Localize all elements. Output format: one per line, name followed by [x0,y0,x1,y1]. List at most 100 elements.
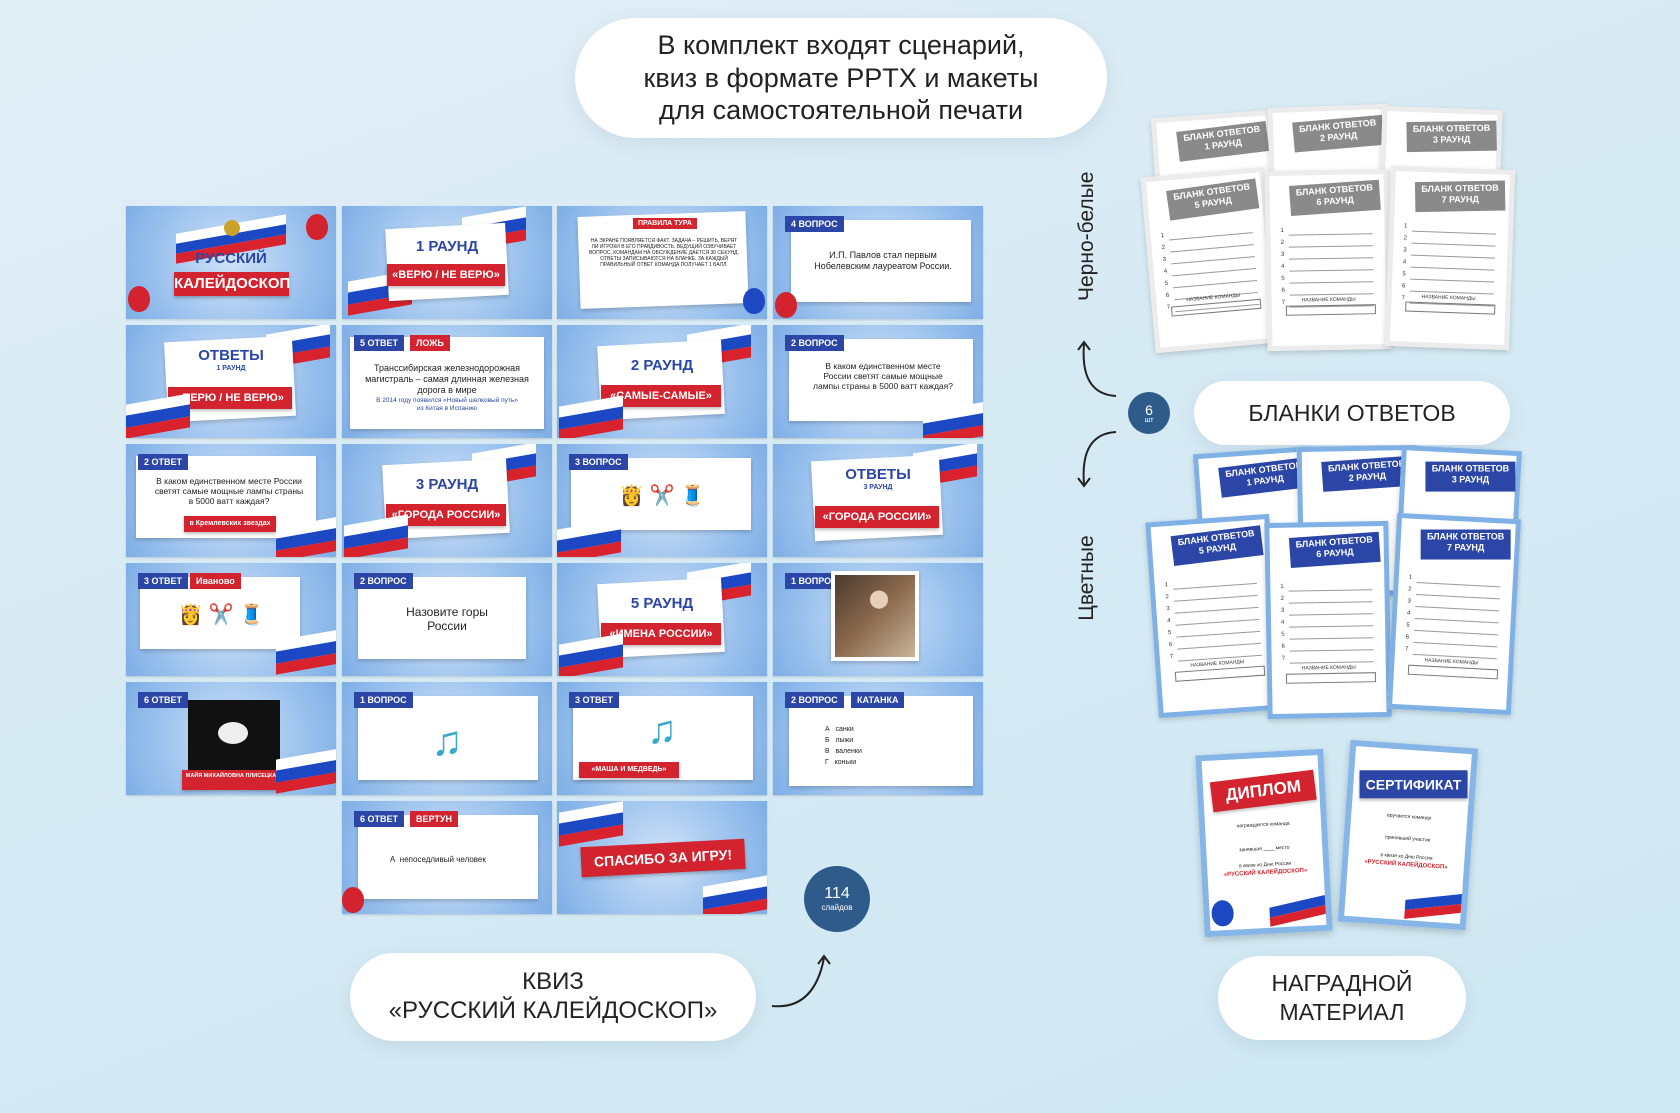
form-num: 6 [1405,634,1410,641]
answer-ribbon: МАЙЯ МИХАЙЛОВНА ПЛИСЕЦКАЯ [182,770,284,790]
question-text: В каком единственном месте России светят… [813,361,953,392]
answer-tag: 3 ОТВЕТ [138,573,189,589]
slide-question-2: 2 ВОПРОС В каком единственном месте Росс… [773,325,983,438]
flag [276,748,336,794]
form-num: 2 [1161,244,1166,252]
portrait-frame [831,571,919,661]
certificate-line-2: принявшей участие [1384,834,1431,844]
form-num: 2 [1280,239,1285,246]
curved-arrow-down-icon [1077,431,1117,488]
slide-round-5: 5 РАУНД «ИМЕНА РОССИИ» [557,563,767,676]
header-line-1: В комплект входят сценарий, [657,30,1025,61]
blanks-count-badge: 6 шт [1128,392,1170,434]
question-word: КАТАНКА [851,692,905,708]
ballet-image [188,700,280,778]
balloon [306,214,328,240]
form-num: 7 [1404,646,1409,653]
form-num: 1 [1403,223,1408,230]
question-text: Назовите горы России [406,605,488,634]
slide-answer-2: 2 ОТВЕТ В каком единственном месте Росси… [126,444,336,557]
answer-text: В каком единственном месте России светят… [154,476,304,507]
balloon [775,292,797,318]
form-num: 5 [1281,631,1285,638]
form-num: 1 [1280,583,1284,590]
form-num: 1 [1164,582,1169,589]
form-num: 4 [1167,618,1171,625]
music-notes-icon: ♫ [431,717,463,764]
form-num: 1 [1280,227,1284,234]
slide-question-4: 4 ВОПРОС И.П. Павлов стал первым Нобелев… [773,206,983,319]
slide-question-mountains: 2 ВОПРОС Назовите горы России [342,563,552,676]
form-num: 3 [1280,251,1285,258]
emoji-row: 👸 ✂️ 🧵 [178,604,264,626]
slide-round-2: 2 РАУНД «САМЫЕ-САМЫЕ» [557,325,767,438]
form-num: 5 [1402,271,1406,278]
slides-count: 114 [824,885,850,902]
diploma-card: ДИПЛОМ награждается команда занявшая ___… [1195,748,1333,938]
slide-rules: ПРАВИЛА ТУРА НА ЭКРАНЕ ПОЯВЛЯЕТСЯ ФАКТ. … [557,206,767,319]
round-title: 5 РАУНД [630,595,694,612]
team-name-label: НАЗВАНИЕ КОМАНДЫ [1301,296,1356,304]
answer-note: В 2014 году появился «Новый шелковый пут… [376,397,518,412]
diploma-line-1: награждается команда [1236,820,1290,830]
diploma-title: ДИПЛОМ [1209,769,1317,813]
paper-card [571,458,751,530]
form-num: 5 [1167,630,1172,637]
balloon [128,286,150,312]
answers-title: ОТВЕТЫ [845,466,911,483]
awards-line-1: НАГРАДНОЙ [1271,970,1413,997]
slide-question-3: 3 ВОПРОС 👸 ✂️ 🧵 [557,444,767,557]
slide-title-ribbon: КАЛЕЙДОСКОП [174,272,290,296]
form-num: 2 [1408,586,1412,593]
options-list: А санки Б лыжи В валенки Г коньки [825,724,862,768]
slides-count-label: слайдов [821,903,853,912]
awards-line-2: МАТЕРИАЛ [1279,999,1405,1025]
slide-question-music: 1 ВОПРОС ♫ [342,682,552,795]
quiz-line-2: «РУССКИЙ КАЛЕЙДОСКОП» [388,997,718,1024]
header-line-3: для самостоятельной печати [658,95,1024,126]
flag [126,393,190,438]
form-num: 3 [1403,247,1407,254]
slide-round-title: 1 РАУНД [415,238,479,255]
emoji-row: 👸 ✂️ 🧵 [619,485,705,507]
quiz-line-1: КВИЗ [522,968,584,996]
slide-title-line1: РУССКИЙ [195,250,267,267]
slide-answer-6: 6 ОТВЕТ МАЙЯ МИХАЙЛОВНА ПЛИСЕЦКАЯ [126,682,336,795]
blanks-count-label: шт [1144,416,1154,424]
slide-answer-vertun: 6 ОТВЕТ ВЕРТУН А непоседливый человек [342,801,552,914]
question-tag: 1 ВОПРОС [354,692,413,708]
answers-ribbon: «ГОРОДА РОССИИ» [815,506,939,528]
portrait-image [835,575,915,657]
slide-question-portrait: 1 ВОПРОС [773,563,983,676]
team-name-box [1285,304,1376,316]
form-num: 5 [1164,280,1169,288]
slide-answers-1: ОТВЕТЫ 1 РАУНД «ВЕРЮ / НЕ ВЕРЮ» [126,325,336,438]
blanks-count: 6 [1145,401,1153,418]
question-tag: 1 ВОПРОС [785,573,844,589]
round-ribbon: «САМЫЕ-САМЫЕ» [601,385,721,407]
curved-arrow-up-icon [1077,340,1117,397]
answers-sub: 1 РАУНД [216,365,246,372]
flag [1268,885,1326,927]
answer-word: ВЕРТУН [410,811,458,827]
curved-arrow-icon [771,954,831,1008]
flag [1404,884,1463,919]
form-num: 6 [1281,287,1285,294]
team-name-box [1285,672,1377,684]
option-c: В валенки [825,748,862,755]
question-tag: 3 ВОПРОС [569,454,628,470]
round-ribbon: «ИМЕНА РОССИИ» [601,623,721,645]
form-num: 3 [1166,606,1170,613]
option-a: А санки [825,726,854,733]
header-line-2: квиз в формате PPTX и макеты [643,62,1039,93]
flag [344,514,408,557]
form-num: 4 [1280,619,1285,626]
form-num: 7 [1281,655,1286,662]
slide-answer-5: 5 ОТВЕТ ЛОЖЬ Транссибирская железнодорож… [342,325,552,438]
